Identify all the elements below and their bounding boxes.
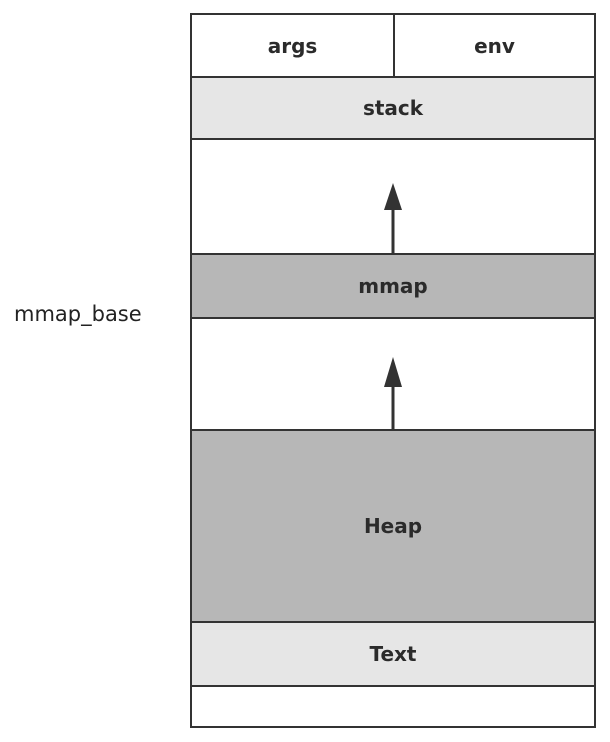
up-arrow-icon <box>384 357 402 429</box>
text-label: Text <box>369 642 417 666</box>
env-segment: env <box>393 13 596 78</box>
mmap-label: mmap <box>358 274 428 298</box>
env-label: env <box>474 33 515 58</box>
up-arrow-icon <box>384 183 402 253</box>
text-segment: Text <box>190 621 596 687</box>
bottom-segment <box>190 685 596 728</box>
mmap-segment: mmap <box>190 253 596 319</box>
memory-column: args env stack mmap Heap T <box>190 13 596 728</box>
stack-label: stack <box>362 96 424 120</box>
heap-segment: Heap <box>190 429 596 623</box>
args-label: args <box>267 33 318 58</box>
stack-segment: stack <box>190 76 596 140</box>
mmap-base-label: mmap_base <box>14 302 142 326</box>
args-segment: args <box>190 13 395 78</box>
heap-label: Heap <box>363 514 423 538</box>
